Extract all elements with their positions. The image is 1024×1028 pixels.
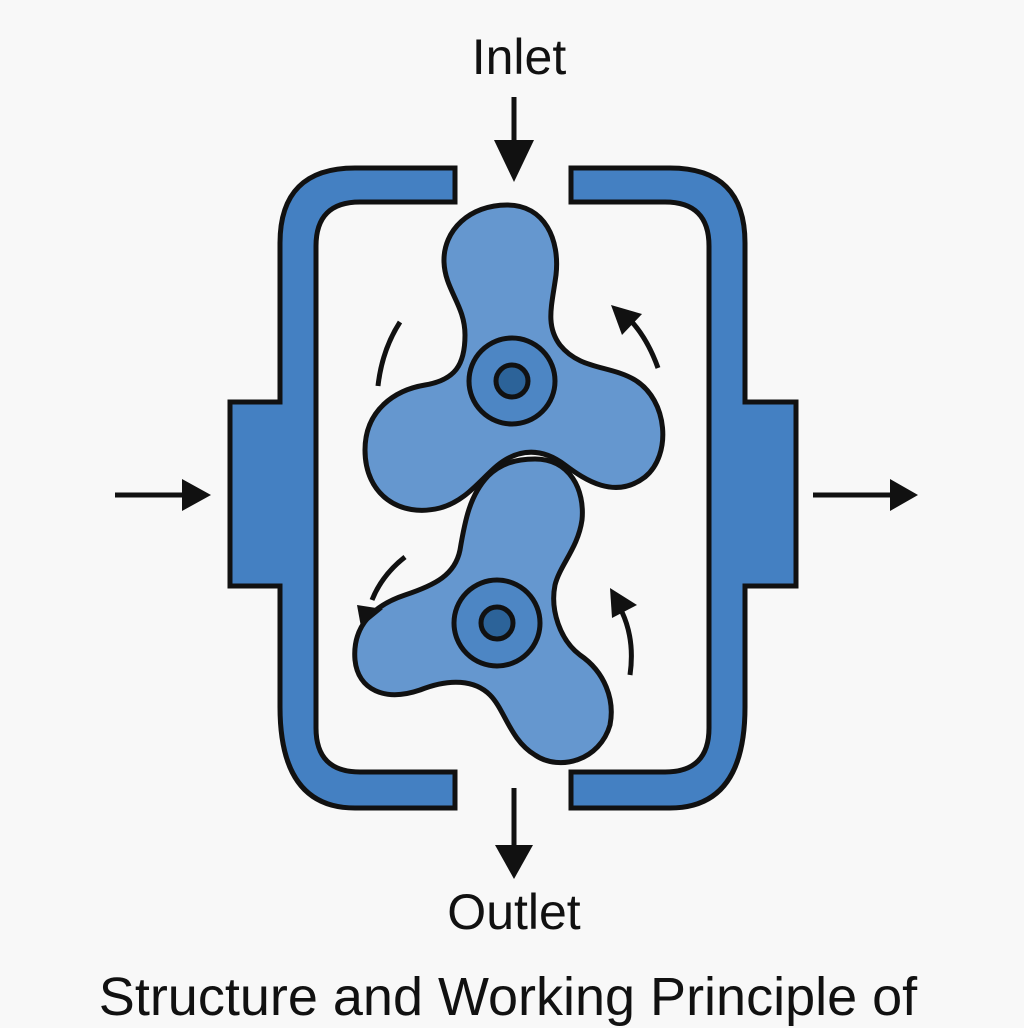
lower-rotor xyxy=(352,456,614,766)
upper-rotor xyxy=(362,202,666,513)
outlet-label: Outlet xyxy=(447,884,581,940)
casing-left-half xyxy=(227,165,458,811)
right-outflow-arrow-icon xyxy=(813,479,918,511)
inlet-arrow-icon xyxy=(494,97,534,182)
lower-right-rotation-arrow-icon xyxy=(610,588,637,676)
inlet-label: Inlet xyxy=(471,29,567,85)
lower-rotor-shaft xyxy=(478,604,516,642)
diagram-title: Structure and Working Principle of xyxy=(98,967,918,1027)
casing-right-half xyxy=(568,165,799,811)
upper-right-rotation-arrow-icon xyxy=(611,305,661,369)
outlet-arrow-icon xyxy=(495,788,533,879)
lower-left-rotation-arrow-icon xyxy=(357,555,407,627)
upper-left-rotation-arc-icon xyxy=(375,320,403,387)
left-inflow-arrow-icon xyxy=(115,479,211,511)
upper-rotor-shaft xyxy=(493,362,531,400)
